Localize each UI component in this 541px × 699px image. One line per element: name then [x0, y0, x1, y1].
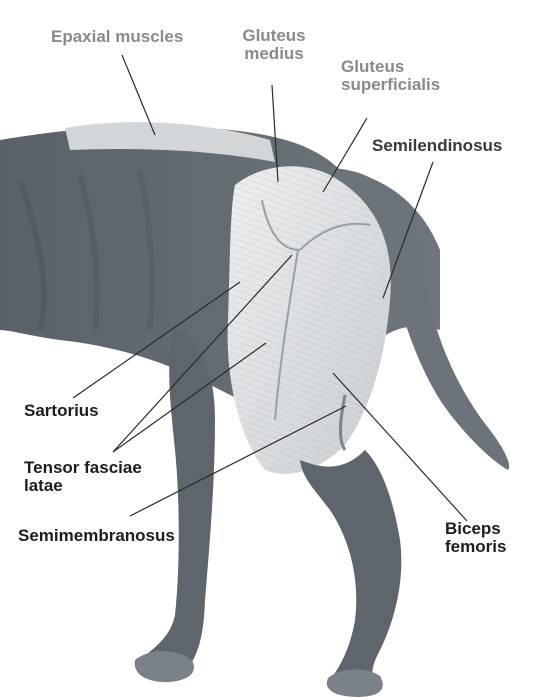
label-sartorius: Sartorius — [24, 402, 99, 420]
label-biceps-femoris-line2: femoris — [445, 538, 506, 556]
hind-lower-leg — [300, 450, 401, 688]
label-tensor-fasciae-latae-line1: Tensor fasciae — [24, 459, 142, 477]
label-gluteus-superficialis-line2: superficialis — [341, 76, 440, 94]
label-tensor-fasciae-latae-line2: latae — [24, 477, 142, 495]
label-gluteus-superficialis-line1: Gluteus — [341, 58, 440, 76]
label-gluteus-superficialis: Gluteus superficialis — [341, 58, 440, 94]
front-leg — [138, 330, 215, 671]
label-gluteus-medius: Gluteus medius — [241, 27, 307, 63]
label-semitendinosus: Semilendinosus — [372, 137, 502, 155]
label-gluteus-medius-line2: medius — [241, 45, 307, 63]
label-biceps-femoris-line1: Biceps — [445, 520, 506, 538]
label-epaxial-muscles: Epaxial muscles — [51, 28, 183, 46]
label-tensor-fasciae-latae: Tensor fasciae latae — [24, 459, 142, 495]
label-gluteus-medius-line1: Gluteus — [241, 27, 307, 45]
label-semimembranosus: Semimembranosus — [18, 527, 175, 545]
label-biceps-femoris: Biceps femoris — [445, 520, 506, 556]
